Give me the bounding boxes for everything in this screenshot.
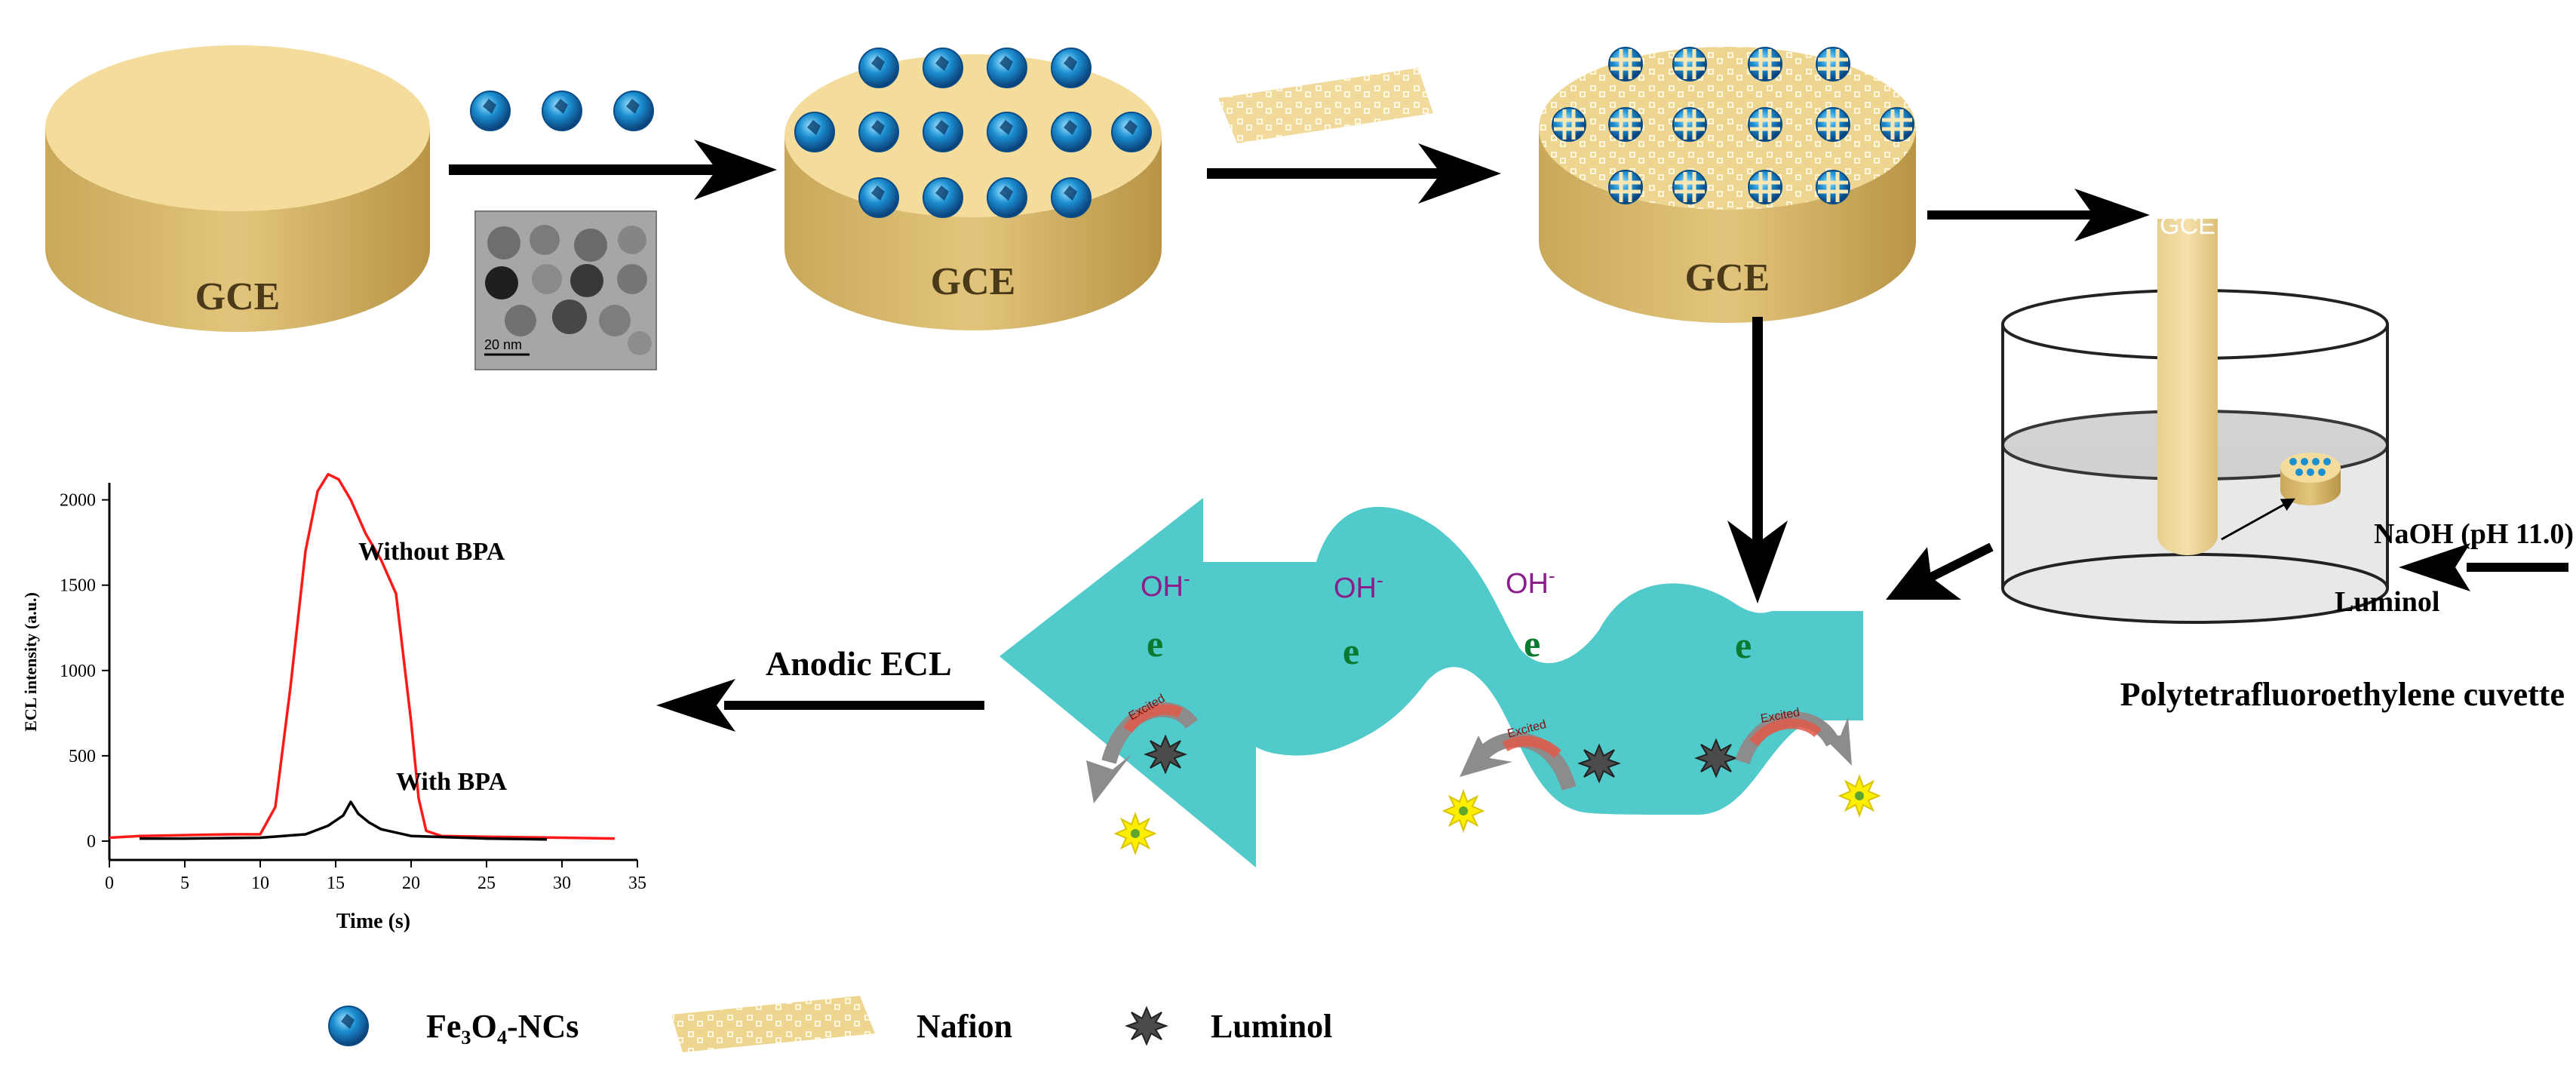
series-label-without-bpa: Without BPA [358,538,505,566]
x-tick-label: 20 [402,874,420,893]
free-nanocrystals [470,91,654,131]
y-tick-label: 0 [87,832,96,852]
electrode-tip-zoom [2221,453,2341,541]
legend-label: Nafion [916,1008,1012,1045]
bare-electrode: GCE [45,45,430,332]
excitation-arc-2: Excited [1460,718,1577,791]
series-label-with-bpa: With BPA [396,768,507,796]
x-tick-label: 0 [105,874,114,893]
legend: Fe₃O₄-NCs Nafion Luminol [328,996,1332,1052]
electron-label: e [1343,630,1359,672]
electrode-label: GCE [195,275,281,318]
light-emission-icon [1115,813,1156,854]
x-tick-label: 35 [628,874,646,893]
hydroxide-label-3: OH- [1506,564,1555,600]
x-tick-label: 5 [180,874,189,893]
chart-ticks: 0 5 10 15 20 25 30 35 0 500 1000 1500 2000 [60,491,646,893]
series-line-0 [109,472,616,840]
y-tick-label: 1000 [60,662,96,681]
luminol-input-label: Luminol [2335,586,2439,618]
arrow-down [1727,317,1788,603]
cuvette-input-arrow [2399,543,2568,591]
light-emission-icon [1443,791,1484,831]
x-tick-label: 10 [251,874,269,893]
rod-electrode-label: GCE [2160,211,2215,240]
x-tick-label: 30 [553,874,571,893]
legend-label: Fe₃O₄-NCs [426,1008,579,1045]
electrode-with-nafion: GCE [1539,47,1916,323]
hydroxide-label-1: OH- [1141,567,1190,603]
arrow-step-1 [449,140,777,200]
y-axis-label: ECL intensity (a.u.) [21,592,40,732]
naoh-label: NaOH (pH 11.0) [2374,518,2574,550]
y-tick-label: 500 [69,747,96,766]
electron-label: e [1524,622,1540,665]
legend-item-nanocrystals: Fe₃O₄-NCs [328,1006,579,1046]
chart-lines [109,472,616,841]
electrode-label: GCE [931,260,1016,303]
y-tick-label: 1500 [60,576,96,596]
legend-label: Luminol [1211,1008,1332,1045]
electron-label: e [1147,622,1163,665]
arrow-step-3 [1927,189,2150,241]
luminol-molecule [1696,739,1736,777]
cuvette-label: Polytetrafluoroethylene cuvette [2120,676,2565,713]
reaction-ribbon [999,498,1863,868]
electrode-with-nanocrystals: GCE [784,48,1162,330]
excitation-arc-3: Excited [1735,706,1852,766]
arrow-cuvette-to-ribbon [1886,542,1994,600]
electrode-label: GCE [1685,256,1770,299]
legend-item-luminol: Luminol [1126,1007,1332,1045]
x-axis-label: Time (s) [336,910,410,933]
hydroxide-label-2: OH- [1334,569,1383,604]
anodic-ecl-label: Anodic ECL [766,644,952,683]
luminol-molecule [1579,745,1620,782]
x-tick-label: 25 [477,874,496,893]
luminol-molecule [1145,735,1186,773]
x-tick-label: 15 [327,874,345,893]
nafion-sheet [1218,68,1433,143]
svg-text:OH-: OH- [1334,569,1383,604]
tem-scale-bar-label: 20 nm [484,337,522,352]
electrode-rod: GCE [2157,211,2218,555]
light-emission-icon [1839,775,1880,816]
chart-axes [108,483,637,861]
anodic-ecl-arrow [656,679,984,732]
blue-sphere-icon [328,1006,369,1046]
luminol-star-icon [1126,1007,1167,1045]
svg-text:OH-: OH- [1141,567,1190,603]
nafion-lattice-icon [671,996,875,1052]
series-line-1 [140,800,548,841]
electron-label: e [1735,624,1752,666]
svg-text:OH-: OH- [1506,564,1555,600]
legend-item-nafion: Nafion [671,996,1012,1052]
arrow-step-2 [1207,143,1501,204]
tem-inset: 20 nm [474,210,657,370]
y-tick-label: 2000 [60,491,96,511]
